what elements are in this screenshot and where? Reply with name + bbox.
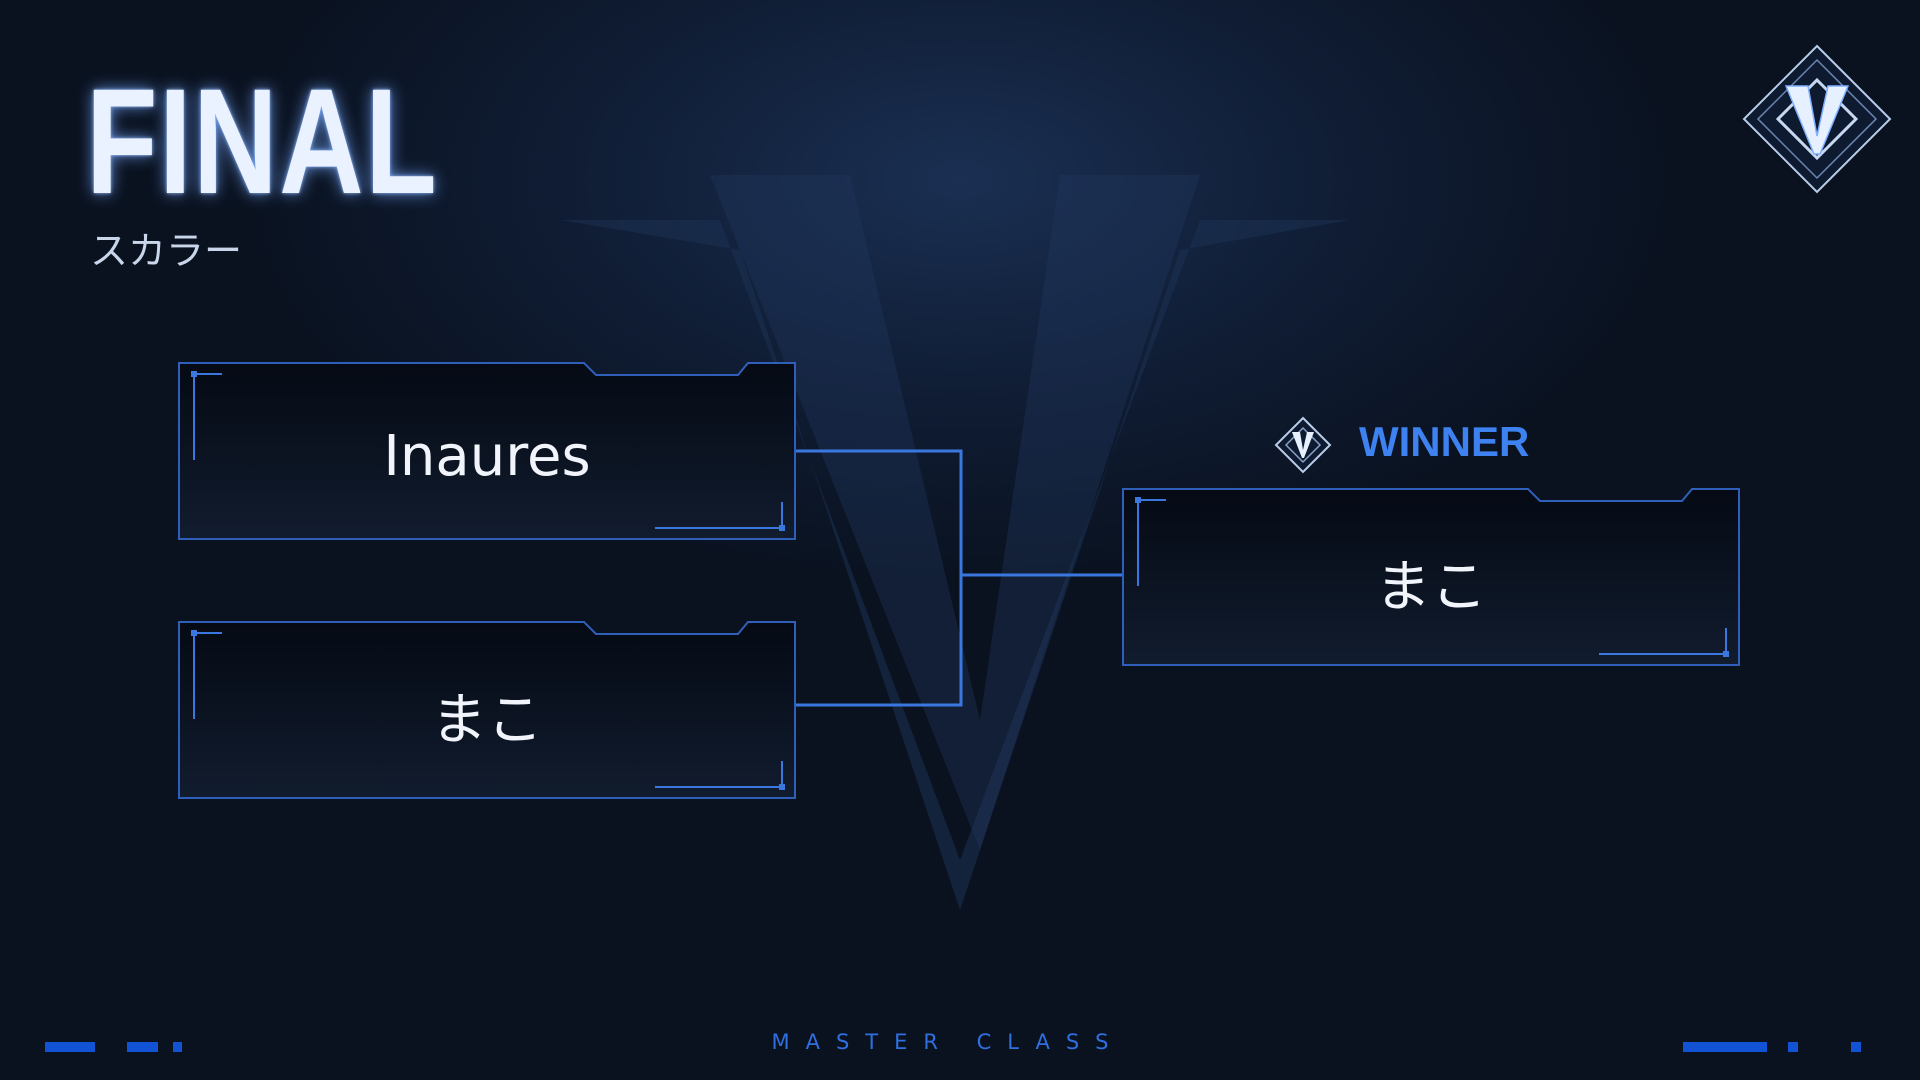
footer-decor-bar [45, 1042, 95, 1052]
page-subtitle: スカラー [90, 229, 243, 273]
winner-slot[interactable]: まこ [1122, 488, 1740, 666]
footer-decor-bar [1788, 1042, 1798, 1052]
footer-label: MASTER CLASS [771, 1030, 1125, 1054]
player-name: まこ [431, 687, 543, 753]
v-diamond-badge-icon [1274, 416, 1332, 474]
winner-name: まこ [1375, 554, 1487, 620]
winner-label: WINNER [1359, 418, 1530, 465]
semifinal-slot-2[interactable]: まこ [178, 621, 796, 799]
footer-decor-bar [1851, 1042, 1861, 1052]
v-diamond-logo-icon [1742, 44, 1892, 194]
slot-frame [1122, 488, 1740, 666]
background-v-watermark [560, 175, 1350, 910]
semifinal-slot-1[interactable]: Inaures [178, 362, 796, 540]
footer-decor-bar [127, 1042, 158, 1052]
player-name: Inaures [383, 423, 591, 489]
page-title: FINAL [86, 57, 439, 225]
slot-frame [178, 362, 796, 540]
footer-decor-bar [1683, 1042, 1767, 1052]
slot-frame [178, 621, 796, 799]
footer-decor-bar [173, 1042, 182, 1052]
